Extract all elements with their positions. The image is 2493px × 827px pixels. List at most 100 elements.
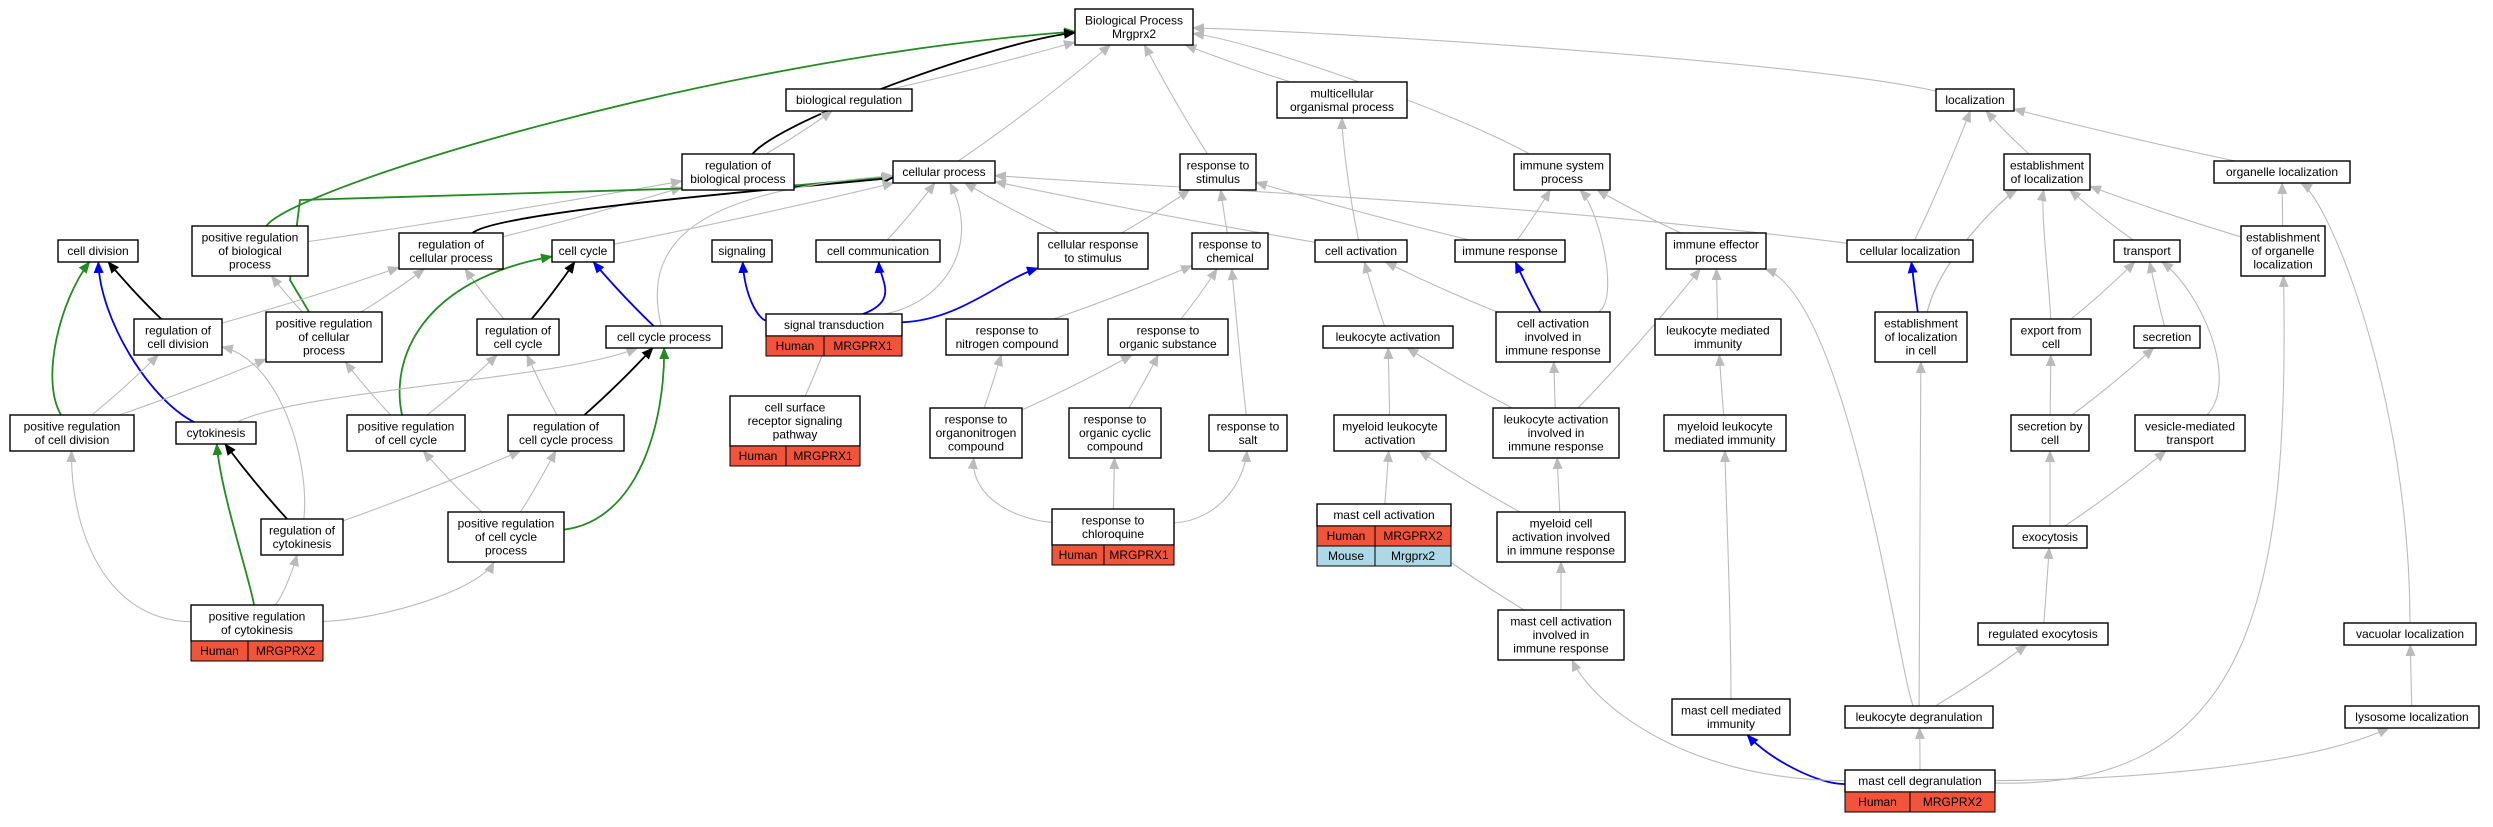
- node-box: [2213, 160, 2351, 184]
- node-box: [1654, 318, 1782, 356]
- node-exocytosis[interactable]: exocytosis: [2012, 525, 2088, 549]
- node-label: lysosome localization: [2355, 710, 2468, 724]
- edge-cellloc-to-cellproc: [994, 171, 1848, 244]
- node-cellact[interactable]: cell activation: [1314, 239, 1408, 263]
- node-cytokinesis[interactable]: cytokinesis: [175, 421, 257, 445]
- node-lysoloc[interactable]: lysosome localization: [2344, 705, 2480, 729]
- edge-respchloro-to-respsalt: [1173, 450, 1252, 524]
- node-box: [711, 239, 773, 263]
- node-label: cellular process: [409, 251, 492, 265]
- node-regexo[interactable]: regulated exocytosis: [1977, 622, 2109, 646]
- node-label: immune response: [1505, 344, 1601, 358]
- edge-transport-to-estloc: [2069, 189, 2134, 241]
- node-ccproc[interactable]: cell cycle process: [605, 325, 723, 349]
- node-cellcomm[interactable]: cell communication: [815, 239, 941, 263]
- edge-cellcycle-to-cellproc: [613, 180, 895, 245]
- node-label: biological process: [690, 172, 785, 186]
- species-label: Human: [1059, 548, 1098, 562]
- node-label: of cytokinesis: [221, 623, 293, 637]
- node-box: [681, 153, 795, 191]
- node-signaling[interactable]: signaling: [711, 239, 773, 263]
- edge-mastdegran-to-mastmed: [1746, 734, 1846, 785]
- node-immresp[interactable]: immune response: [1454, 239, 1566, 263]
- node-label: immunity: [1694, 337, 1742, 351]
- node-cellloc[interactable]: cellular localization: [1846, 239, 1974, 263]
- node-orgloc[interactable]: organelle localization: [2213, 160, 2351, 184]
- node-leukdegran[interactable]: leukocyte degranulation: [1844, 705, 1994, 729]
- node-vacloc[interactable]: vacuolar localization: [2343, 622, 2477, 646]
- edge-respstim-to-bp: [1143, 44, 1209, 155]
- node-label: process: [1695, 251, 1737, 265]
- node-celldiv[interactable]: cell division: [57, 239, 139, 263]
- node-label: compound: [948, 440, 1004, 454]
- edge-posregcc-to-posregcp: [344, 361, 392, 416]
- edge-cellresp-to-cellproc: [963, 182, 1060, 234]
- node-label: of cell cycle: [375, 433, 437, 447]
- node-label: cell: [2042, 337, 2060, 351]
- species-label: Human: [776, 339, 815, 353]
- node-transport[interactable]: transport: [2113, 239, 2181, 263]
- node-leukact[interactable]: leukocyte activation: [1322, 325, 1454, 349]
- node-label: secretion by: [2018, 419, 2083, 433]
- edge-cellactimm-to-cellact: [1384, 261, 1498, 313]
- node-secretion[interactable]: secretion: [2133, 325, 2201, 349]
- edge-ccproc-to-cellcycle: [592, 261, 655, 327]
- edge-estorgloc-to-estloc: [2089, 185, 2242, 238]
- node-box: [2344, 705, 2480, 729]
- node-bioreg[interactable]: biological regulation: [785, 88, 913, 112]
- edge-posregcp-to-regcp: [360, 268, 426, 313]
- edge-estorgloc-to-orgloc: [2277, 182, 2288, 227]
- edge-immresp-to-respstim: [1255, 180, 1470, 241]
- edge-regccp-to-ccproc: [583, 347, 654, 416]
- node-loc[interactable]: localization: [1935, 88, 2015, 112]
- node-cellcycle[interactable]: cell cycle: [551, 239, 615, 263]
- node-cellproc[interactable]: cellular process: [892, 160, 996, 184]
- node-box: [815, 239, 941, 263]
